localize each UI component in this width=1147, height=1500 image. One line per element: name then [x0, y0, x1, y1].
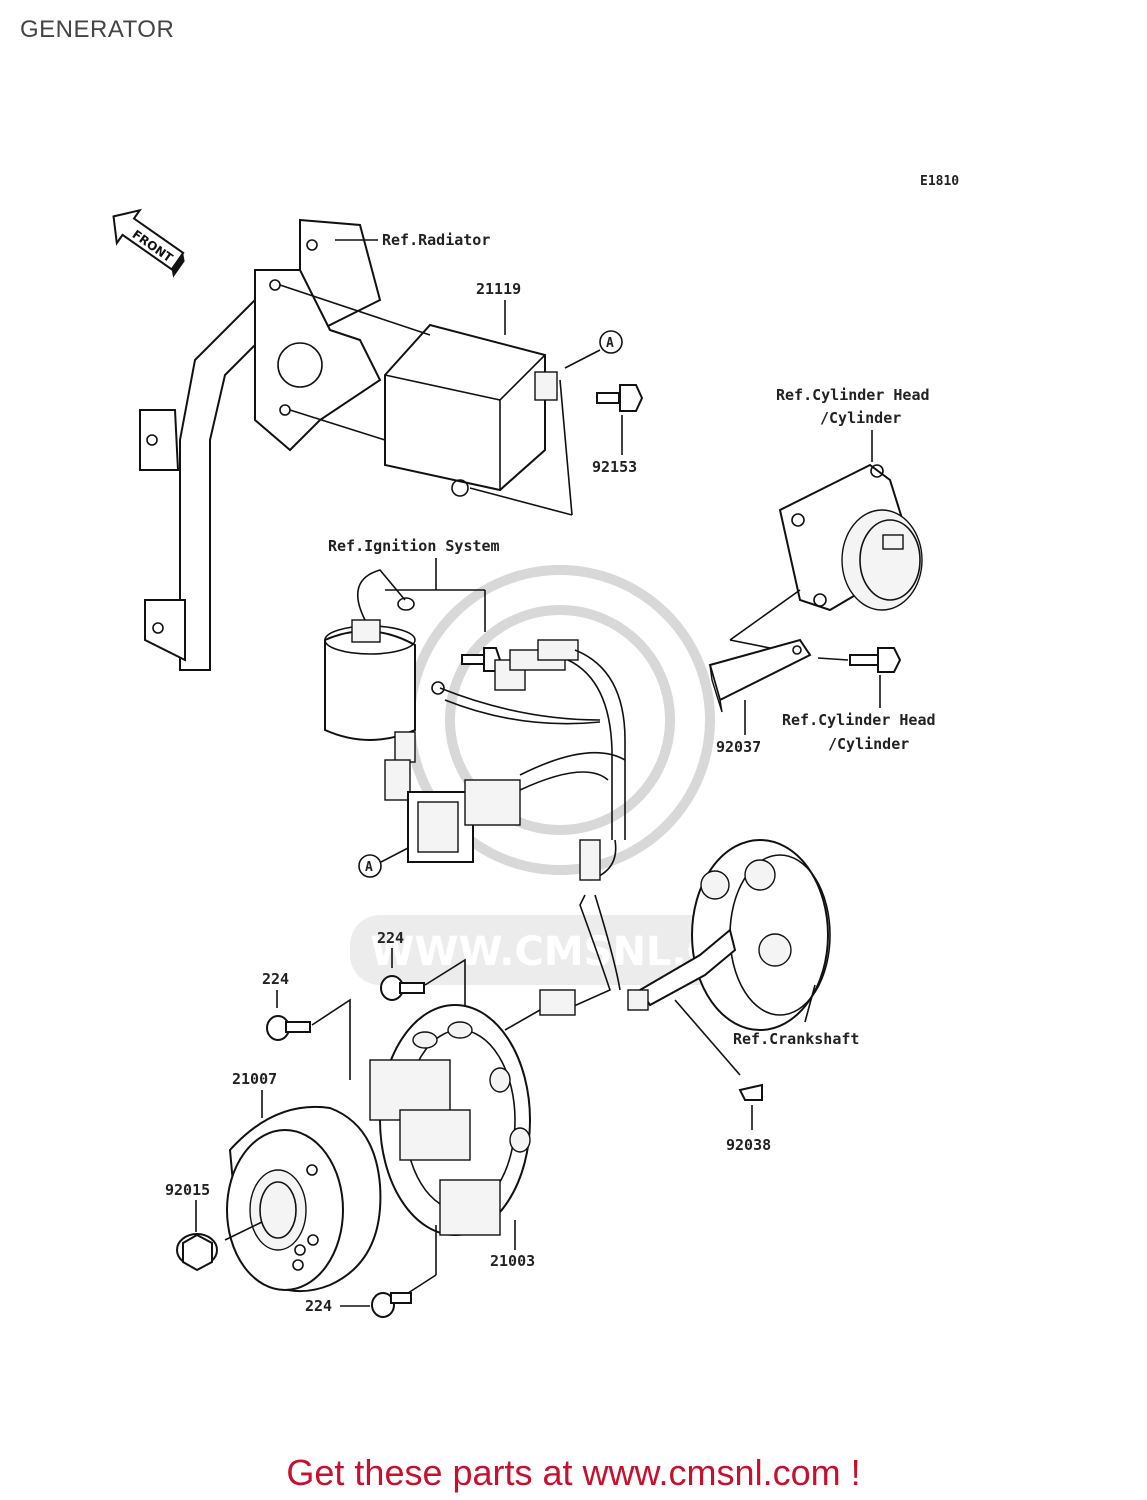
coupler-connector	[407, 779, 521, 863]
coil-washer	[431, 681, 445, 695]
front-arrow-icon: FRONT	[112, 208, 185, 278]
cdi-unit-21119	[384, 323, 558, 497]
stator-21003	[369, 1004, 531, 1236]
label-ref-cyl-head-1a: Ref.Cylinder Head	[776, 386, 930, 404]
cylinder-head-flange	[778, 463, 923, 612]
page-title: GENERATOR	[20, 16, 175, 43]
crankshaft-flywheel-ref	[627, 839, 831, 1031]
label-ref-ignition: Ref.Ignition System	[328, 537, 500, 555]
generator-parts-diagram: WWW.CMSNL.COM E1810 FRONT Ref.Radiator 2…	[112, 174, 959, 1318]
rotor-flywheel-21007	[226, 1106, 382, 1293]
label-92015: 92015	[165, 1181, 210, 1199]
radiator-bracket	[139, 218, 382, 671]
label-ref-cyl-head-2b: /Cylinder	[828, 735, 909, 753]
label-224-c: 224	[305, 1297, 332, 1315]
ref-a-top-marker	[599, 330, 623, 354]
label-92037: 92037	[716, 738, 761, 756]
label-ref-crankshaft: Ref.Crankshaft	[733, 1030, 859, 1048]
bolt-92153	[596, 384, 644, 412]
label-92038: 92038	[726, 1136, 771, 1154]
diagram-code: E1810	[920, 174, 959, 189]
label-21007: 21007	[232, 1070, 277, 1088]
woodruff-key-92038	[738, 1083, 763, 1101]
label-ref-a-top: A	[606, 336, 614, 351]
label-ref-radiator: Ref.Radiator	[382, 231, 490, 249]
cylinder-head-bolt	[849, 647, 902, 673]
label-224-a: 224	[377, 929, 404, 947]
label-92153: 92153	[592, 458, 637, 476]
screw-224-c	[371, 1292, 412, 1318]
screw-224-a	[380, 975, 425, 1001]
label-21119: 21119	[476, 280, 521, 298]
wire-grommet	[539, 989, 576, 1016]
label-ref-cyl-head-1b: /Cylinder	[820, 409, 901, 427]
ignition-coil	[324, 569, 416, 801]
label-21003: 21003	[490, 1252, 535, 1270]
wire-harness	[439, 639, 626, 881]
label-224-b: 224	[262, 970, 289, 988]
plate-92037	[708, 638, 812, 713]
label-ref-a-bottom: A	[365, 860, 373, 875]
footer-promo-link[interactable]: Get these parts at www.cmsnl.com !	[286, 1452, 861, 1493]
flange-nut-92015	[176, 1233, 218, 1272]
screw-224-b	[266, 1015, 311, 1041]
ref-a-bottom-marker	[358, 854, 382, 878]
label-ref-cyl-head-2a: Ref.Cylinder Head	[782, 711, 936, 729]
